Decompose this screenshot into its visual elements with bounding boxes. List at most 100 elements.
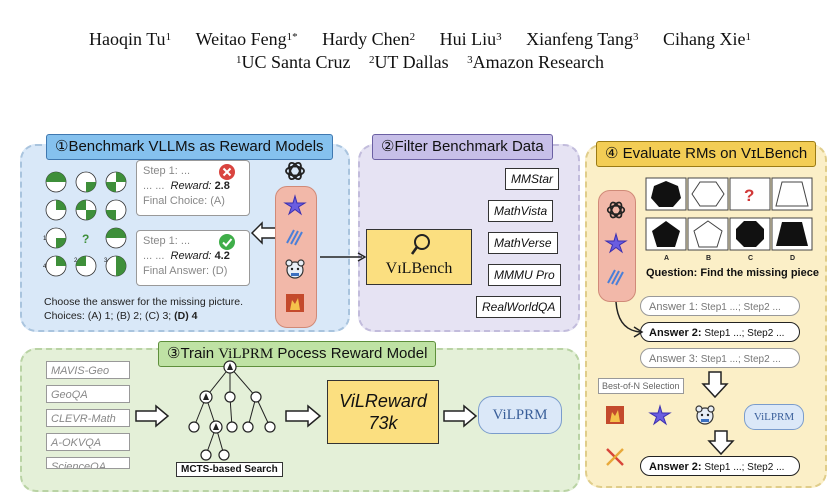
panel3-title: ③Train ViLPRM Pocess Reward Model (158, 341, 437, 367)
hollow-down-arrow (707, 430, 735, 456)
pie-wedge (46, 172, 56, 182)
llama-model-logo-icon (286, 294, 304, 312)
vilprm-model-box-small: ViLPRM (744, 404, 804, 430)
mcts-search-label: MCTS-based Search (176, 462, 283, 477)
black-heptagon (651, 181, 681, 207)
wave-model-logo-icon (286, 229, 303, 246)
benchmark-item: MathVerse (488, 232, 558, 254)
black-octagon (736, 221, 764, 247)
hollow-right-arrow (135, 404, 170, 428)
reward-line: ... ... Reward: 4.2 (143, 250, 230, 262)
openai-logo-icon (285, 161, 305, 181)
llama-model-logo-icon (606, 406, 624, 424)
benchmark-item: MMStar (505, 168, 559, 190)
panel2-title: ②Filter Benchmark Data (372, 134, 553, 160)
dataset-item: MAVIS-Geo (46, 361, 130, 379)
wave-model-logo-icon (607, 269, 624, 286)
pie-wedge (116, 256, 126, 266)
step-line: Step 1: ... (143, 165, 191, 177)
black-trapezoid (776, 222, 808, 246)
hollow-left-arrow (250, 221, 277, 245)
star-model-logo-icon (283, 194, 307, 216)
vilreward-size: 73k (368, 413, 398, 433)
answer-option-2: Answer 2: Step1 ...; Step2 ... (640, 322, 800, 342)
affiliation-line: 1UC Santa Cruz 2UT Dallas 3Amazon Resear… (0, 51, 840, 74)
white-pentagon (693, 220, 723, 248)
pie-wedge (56, 256, 66, 266)
benchmark-item: MMMU Pro (488, 264, 561, 286)
grid-label: 3 (104, 258, 108, 264)
answer-option-3: Answer 3: Step1 ...; Step2 ... (640, 348, 800, 368)
option-label: B (706, 255, 711, 262)
arrow-to-vilbench (320, 252, 367, 262)
best-of-n-label: Best-of-N Selection (598, 378, 684, 394)
dataset-item: A-OKVQA (46, 433, 130, 451)
tree-node (226, 421, 238, 433)
black-pentagon (652, 221, 680, 247)
author-name: Hardy Chen2 (322, 29, 416, 49)
final-choice: Final Choice: (A) (143, 195, 225, 207)
option-label: D (790, 255, 795, 262)
bear-model-logo-icon (285, 259, 305, 279)
question-text: Question: Find the missing piece (646, 267, 819, 279)
white-hexagon (691, 181, 725, 207)
dataset-item: ScienceQA (46, 457, 130, 469)
openai-logo-icon (606, 201, 626, 219)
pie-wedge (56, 200, 66, 210)
pie-wedge (116, 172, 126, 182)
author-name: Xianfeng Tang3 (526, 29, 639, 49)
mcts-tree-diagram (188, 360, 276, 461)
final-answer: Final Answer: (D) (143, 265, 228, 277)
vilbench-label: VɪLBench (385, 260, 453, 277)
pie-wedge (76, 256, 86, 266)
tree-node (264, 421, 276, 433)
step-line: Step 1: ... (143, 235, 191, 247)
grid-question-mark: ? (82, 232, 89, 246)
author-name: Haoqin Tu1 (89, 29, 172, 49)
vilreward-name: ViLReward (339, 391, 427, 411)
grid-label: 1 (43, 236, 47, 242)
final-selected-answer: Answer 2: Step1 ...; Step2 ... (640, 456, 800, 476)
vilprm-model-box: ViLPRM (478, 396, 562, 434)
hollow-right-arrow (285, 404, 322, 428)
pie-wedge (106, 228, 116, 238)
missing-piece-mark: ? (744, 186, 754, 205)
option-label: A (664, 255, 669, 262)
tree-node (250, 391, 262, 403)
option-label: C (748, 255, 753, 262)
shape-cell (729, 177, 771, 211)
prompt-text: Choose the answer for the missing pictur… (44, 296, 244, 308)
pie-wedge (106, 182, 116, 192)
author-name: Hui Liu3 (439, 29, 502, 49)
hollow-down-arrow (701, 371, 729, 399)
curved-selection-arrow (615, 301, 644, 338)
affiliation: 3Amazon Research (467, 52, 605, 72)
magnifier-icon (410, 234, 430, 255)
dataset-item: CLEVR-Math (46, 409, 130, 427)
hollow-right-arrow (443, 404, 478, 428)
tree-node (224, 391, 236, 403)
tree-node (200, 449, 212, 461)
affiliation: 1UC Santa Cruz (235, 52, 351, 72)
reward-line: ... ... Reward: 2.8 (143, 180, 230, 192)
tree-node (188, 421, 200, 433)
wrong-x-icon (219, 164, 235, 180)
panel1-title: ①Benchmark VLLMs as Reward Models (46, 134, 333, 160)
pie-wedge (56, 238, 66, 248)
author-name: Weitao Feng1* (195, 29, 298, 49)
vilreward-box: ViLReward 73k (327, 380, 439, 444)
author-name: Cihang Xie1 (662, 29, 751, 49)
bear-model-logo-icon (695, 405, 715, 425)
check-icon (219, 234, 235, 250)
answer-option-1: Answer 1: Step1 ...; Step2 ... (640, 296, 800, 316)
pie-wedge (56, 172, 66, 182)
panel4-title: ④ Evaluate RMs on VɪLBench (596, 141, 817, 167)
benchmark-item: MathVista (488, 200, 554, 222)
choices-text: Choices: (A) 1; (B) 2; (C) 3; (D) 4 (44, 310, 198, 322)
crossed-swords-icon (606, 448, 624, 466)
grid-label: 4 (43, 264, 47, 270)
vilbench-box: VɪLBench (366, 229, 472, 285)
pie-wedge (86, 182, 96, 192)
tree-node (218, 449, 230, 461)
star-model-logo-icon (648, 404, 672, 426)
